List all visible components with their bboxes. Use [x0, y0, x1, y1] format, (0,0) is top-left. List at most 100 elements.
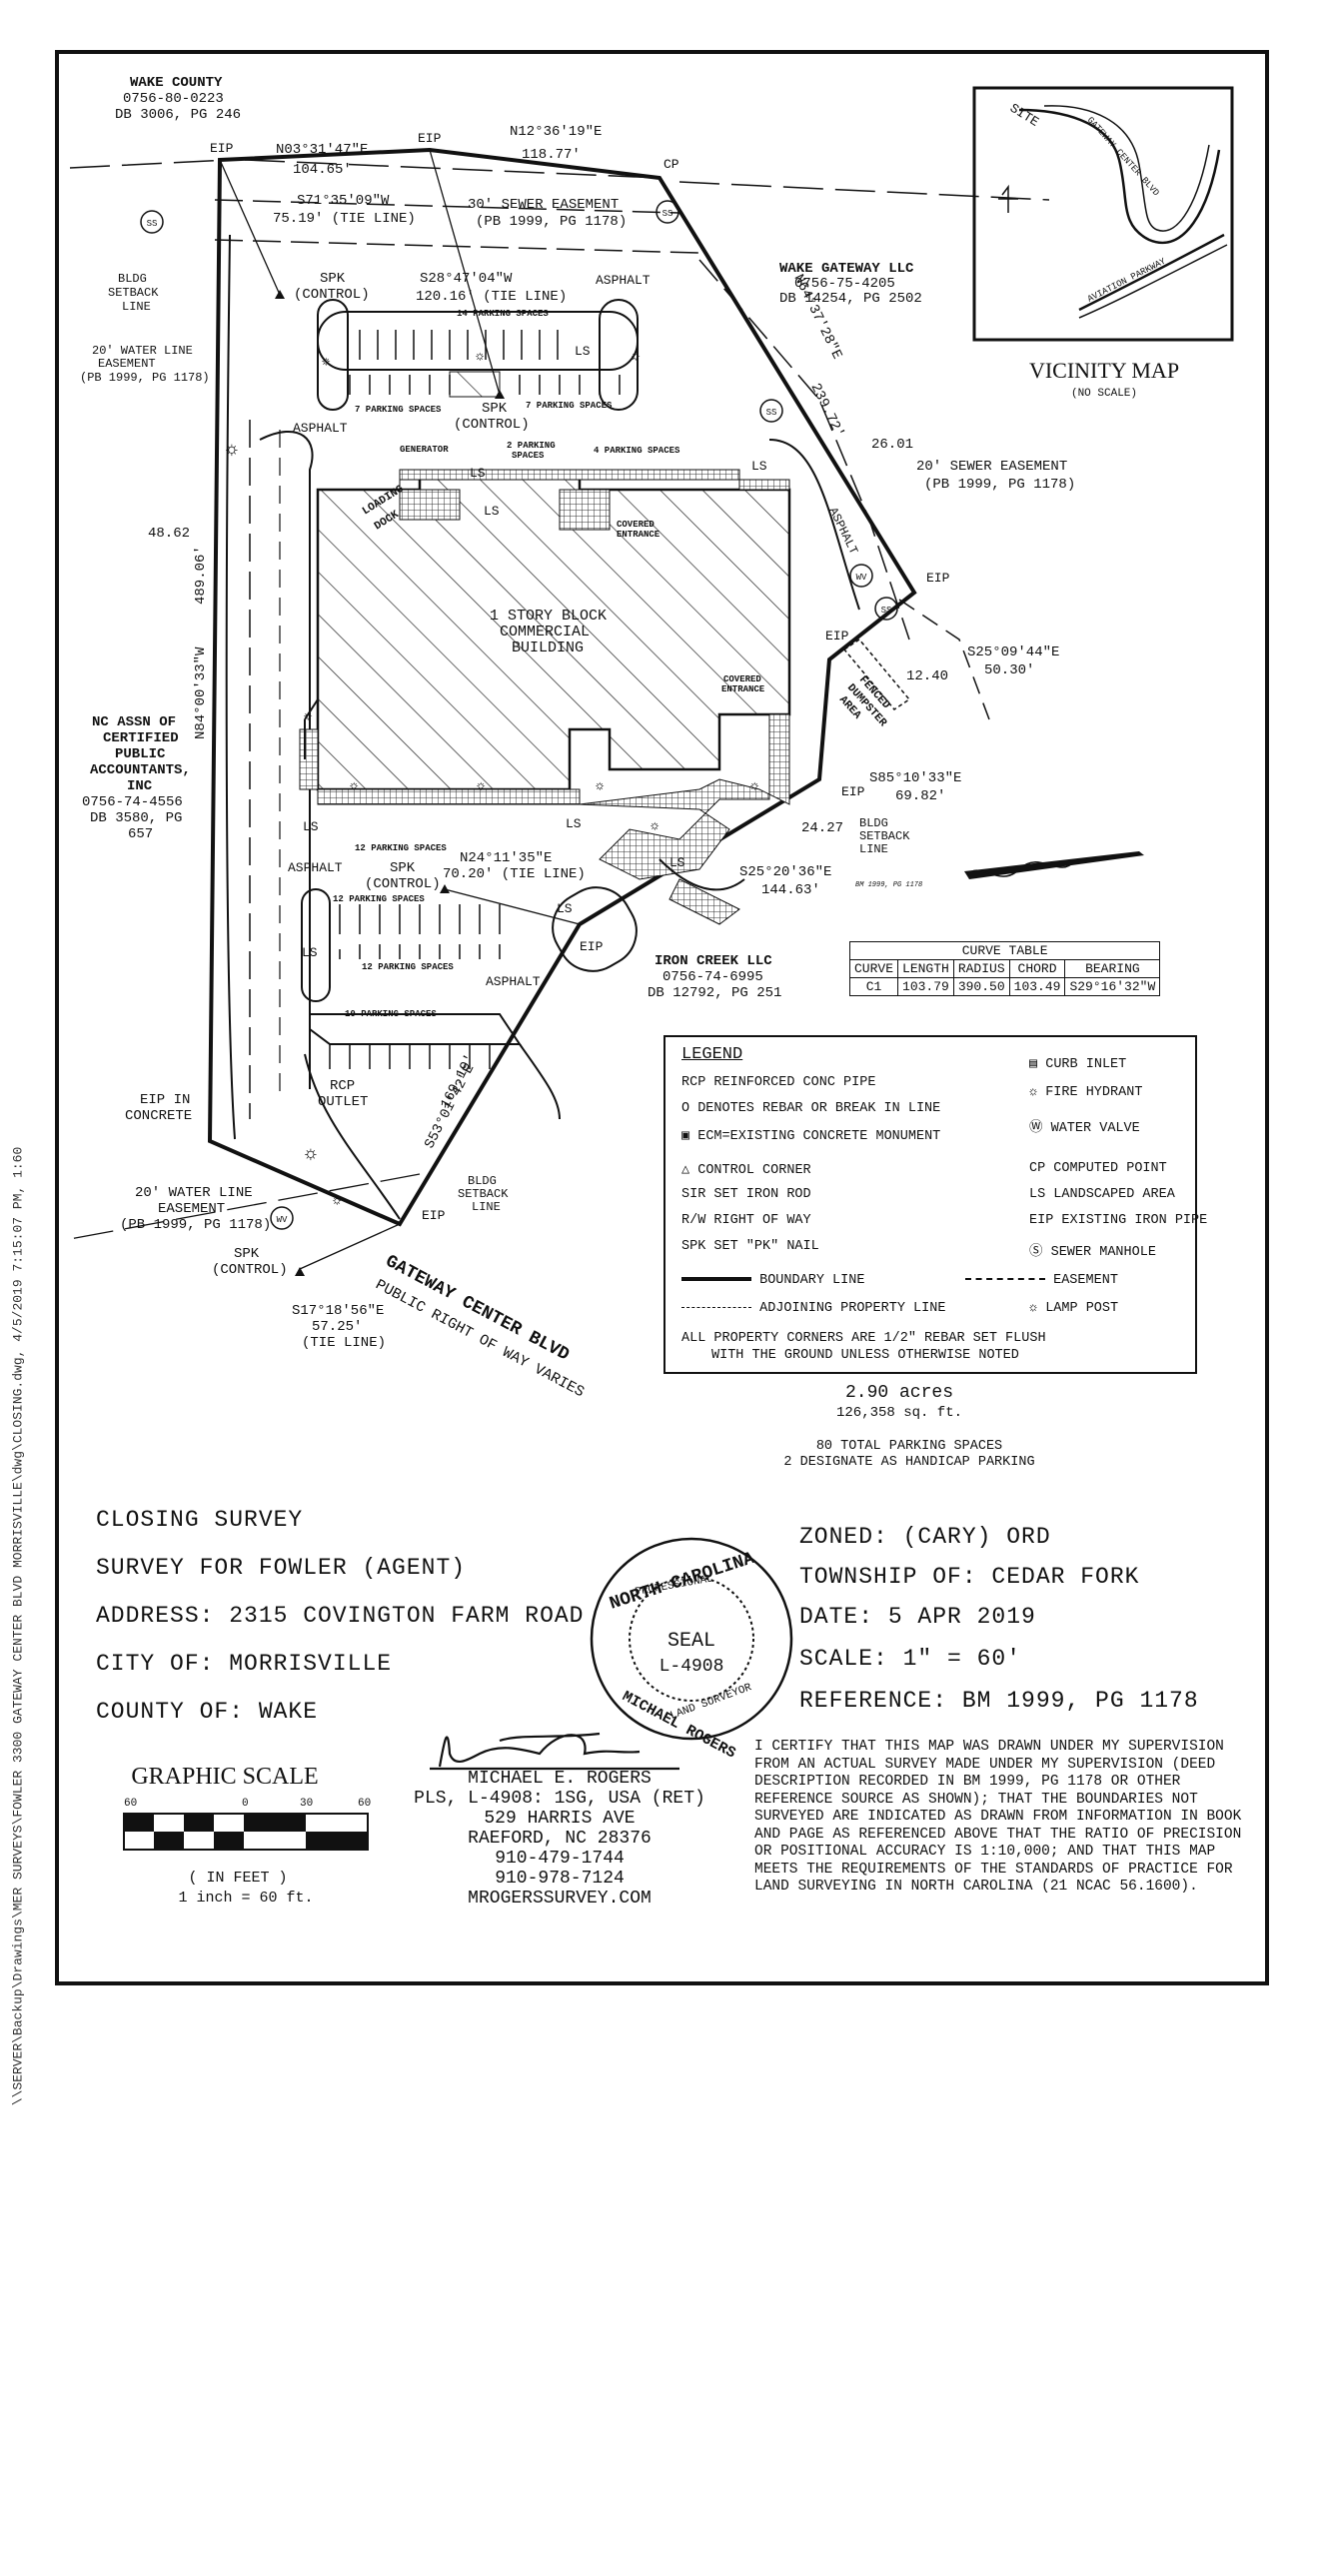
svg-text:☼: ☼	[333, 1193, 342, 1209]
survey-for: SURVEY FOR FOWLER (AGENT)	[96, 1555, 467, 1581]
svg-text:20' SEWER EASEMENT: 20' SEWER EASEMENT	[916, 459, 1067, 475]
svg-text:0: 0	[242, 1798, 249, 1810]
svg-text:LS: LS	[484, 504, 500, 519]
svg-text:(CONTROL): (CONTROL)	[294, 287, 370, 303]
svg-text:( IN FEET ): ( IN FEET )	[188, 1870, 287, 1887]
svg-text:20' WATER LINE: 20' WATER LINE	[92, 344, 193, 358]
svg-text:EIP: EIP	[825, 629, 849, 644]
city: CITY OF: MORRISVILLE	[96, 1651, 393, 1677]
township: TOWNSHIP OF: CEDAR FORK	[799, 1564, 1140, 1590]
svg-text:SETBACK: SETBACK	[458, 1187, 509, 1201]
wake-county-name: WAKE COUNTY	[130, 75, 223, 91]
svg-text:☼: ☼	[322, 354, 331, 370]
zoned: ZONED: (CARY) ORD	[799, 1524, 1051, 1550]
date: DATE: 5 APR 2019	[799, 1604, 1036, 1630]
svg-text:LINE: LINE	[472, 1200, 501, 1214]
svg-text:ASPHALT: ASPHALT	[288, 860, 343, 875]
svg-text:EIP: EIP	[580, 939, 604, 954]
svg-text:S28°47'04"W: S28°47'04"W	[420, 271, 513, 287]
svg-text:IRON CREEK LLC: IRON CREEK LLC	[655, 953, 772, 969]
vicinity-noscale: (NO SCALE)	[1071, 388, 1137, 400]
svg-text:ASPHALT: ASPHALT	[293, 421, 348, 436]
svg-text:WAKE GATEWAY LLC: WAKE GATEWAY LLC	[779, 261, 914, 277]
svg-text:0756-80-0223: 0756-80-0223	[123, 91, 224, 107]
svg-text:CONCRETE: CONCRETE	[125, 1108, 192, 1124]
svg-text:☼: ☼	[651, 818, 660, 834]
svg-text:PUBLIC: PUBLIC	[115, 746, 166, 762]
svg-text:12.40: 12.40	[906, 668, 948, 684]
control-corner-icon: △	[681, 1163, 698, 1178]
svg-text:657: 657	[128, 826, 153, 842]
svg-text:WV: WV	[277, 1215, 288, 1225]
fire-hydrant-icon-2: ☼	[305, 1143, 317, 1166]
vicinity-map: SITE GATEWAY CENTER BLVD AVIATION PARKWA…	[972, 86, 1234, 400]
svg-text:N03°31'47"E: N03°31'47"E	[276, 142, 368, 158]
svg-text:ASPHALT: ASPHALT	[825, 506, 860, 557]
svg-text:DB 12792, PG 251: DB 12792, PG 251	[648, 985, 781, 1001]
svg-text:SPK: SPK	[234, 1246, 260, 1262]
area-acres: 2.90 acres	[844, 1383, 954, 1403]
svg-text:LS: LS	[751, 459, 767, 474]
svg-text:SPK: SPK	[390, 860, 416, 876]
svg-text:(TIE LINE): (TIE LINE)	[302, 1335, 386, 1351]
svg-text:12 PARKING SPACES: 12 PARKING SPACES	[333, 894, 425, 904]
svg-text:S71°35'09"W: S71°35'09"W	[297, 193, 390, 209]
county: COUNTY OF: WAKE	[96, 1699, 319, 1725]
svg-text:EIP: EIP	[926, 571, 950, 586]
svg-text:L-4908: L-4908	[660, 1657, 724, 1677]
svg-text:(CONTROL): (CONTROL)	[212, 1262, 288, 1278]
adjoining-line-icon	[681, 1306, 751, 1308]
vicinity-box	[972, 86, 1234, 342]
svg-text:WV: WV	[856, 573, 867, 583]
svg-text:50.30': 50.30'	[984, 662, 1034, 678]
svg-text:☼: ☼	[477, 778, 486, 794]
svg-text:60: 60	[358, 1798, 371, 1810]
north-arrow-icon	[964, 851, 1144, 879]
lamp-posts: ☼☼☼ ☼☼☼ ☼☼☼ ☼	[304, 349, 759, 1209]
vicinity-site-label: SITE	[1007, 101, 1042, 130]
surveyor-website: MROGERSSURVEY.COM	[468, 1889, 652, 1909]
area-sqft: 126,358 sq. ft.	[835, 1405, 963, 1421]
svg-text:(CONTROL): (CONTROL)	[365, 876, 441, 892]
ecm-icon: ▣	[681, 1129, 698, 1144]
surveyor-seal: NORTH CAROLINA PROFESSIONAL SEAL L-4908 …	[590, 1537, 793, 1763]
svg-text:EASEMENT: EASEMENT	[98, 357, 156, 371]
svg-text:489.06': 489.06'	[193, 546, 209, 605]
address: ADDRESS: 2315 COVINGTON FARM ROAD	[96, 1603, 585, 1629]
svg-text:ASPHALT: ASPHALT	[596, 273, 651, 288]
svg-text:ASPHALT: ASPHALT	[486, 974, 541, 989]
svg-text:48.62: 48.62	[148, 526, 190, 542]
svg-text:75.19' (TIE LINE): 75.19' (TIE LINE)	[273, 211, 416, 227]
svg-text:NC ASSN OF: NC ASSN OF	[92, 714, 176, 730]
certification-text: I CERTIFY THAT THIS MAP WAS DRAWN UNDER …	[754, 1739, 1242, 1895]
svg-text:DB 14254, PG 2502: DB 14254, PG 2502	[779, 291, 922, 307]
svg-text:SPK: SPK	[320, 271, 346, 287]
svg-text:7 PARKING SPACES: 7 PARKING SPACES	[355, 405, 442, 415]
svg-text:EIP: EIP	[210, 141, 234, 156]
svg-text:S25°20'36"E: S25°20'36"E	[739, 864, 831, 880]
svg-text:SS: SS	[881, 606, 892, 616]
title-block-right: ZONED: (CARY) ORD TOWNSHIP OF: CEDAR FOR…	[799, 1524, 1199, 1736]
svg-text:ENTRANCE: ENTRANCE	[617, 530, 661, 540]
svg-text:S17°18'56"E: S17°18'56"E	[292, 1303, 384, 1319]
parking-summary: 80 TOTAL PARKING SPACES 2 DESIGNATE AS H…	[783, 1439, 1035, 1470]
reference: REFERENCE: BM 1999, PG 1178	[799, 1688, 1199, 1714]
svg-text:☼: ☼	[632, 349, 641, 365]
svg-text:BLDG: BLDG	[859, 816, 888, 830]
svg-text:SEAL: SEAL	[667, 1630, 715, 1653]
svg-text:(PB 1999, PG 1178): (PB 1999, PG 1178)	[80, 371, 210, 385]
svg-text:LS: LS	[302, 945, 318, 960]
svg-text:ACCOUNTANTS,: ACCOUNTANTS,	[90, 762, 191, 778]
svg-text:CP: CP	[663, 157, 679, 172]
svg-text:2 PARKING: 2 PARKING	[507, 441, 556, 451]
survey-plat: SITE GATEWAY CENTER BLVD AVIATION PARKWA…	[55, 50, 1269, 1985]
svg-text:30' SEWER EASEMENT: 30' SEWER EASEMENT	[468, 197, 619, 213]
svg-text:0756-75-4205: 0756-75-4205	[794, 276, 895, 292]
svg-text:☼: ☼	[476, 349, 485, 365]
svg-text:SS: SS	[766, 408, 777, 418]
svg-text:SS: SS	[662, 209, 673, 219]
fire-hydrant-icon: ☼	[226, 439, 238, 462]
svg-text:69.82': 69.82'	[895, 788, 945, 804]
title-block-left: CLOSING SURVEY SURVEY FOR FOWLER (AGENT)…	[96, 1507, 584, 1747]
svg-text:SETBACK: SETBACK	[859, 829, 910, 843]
